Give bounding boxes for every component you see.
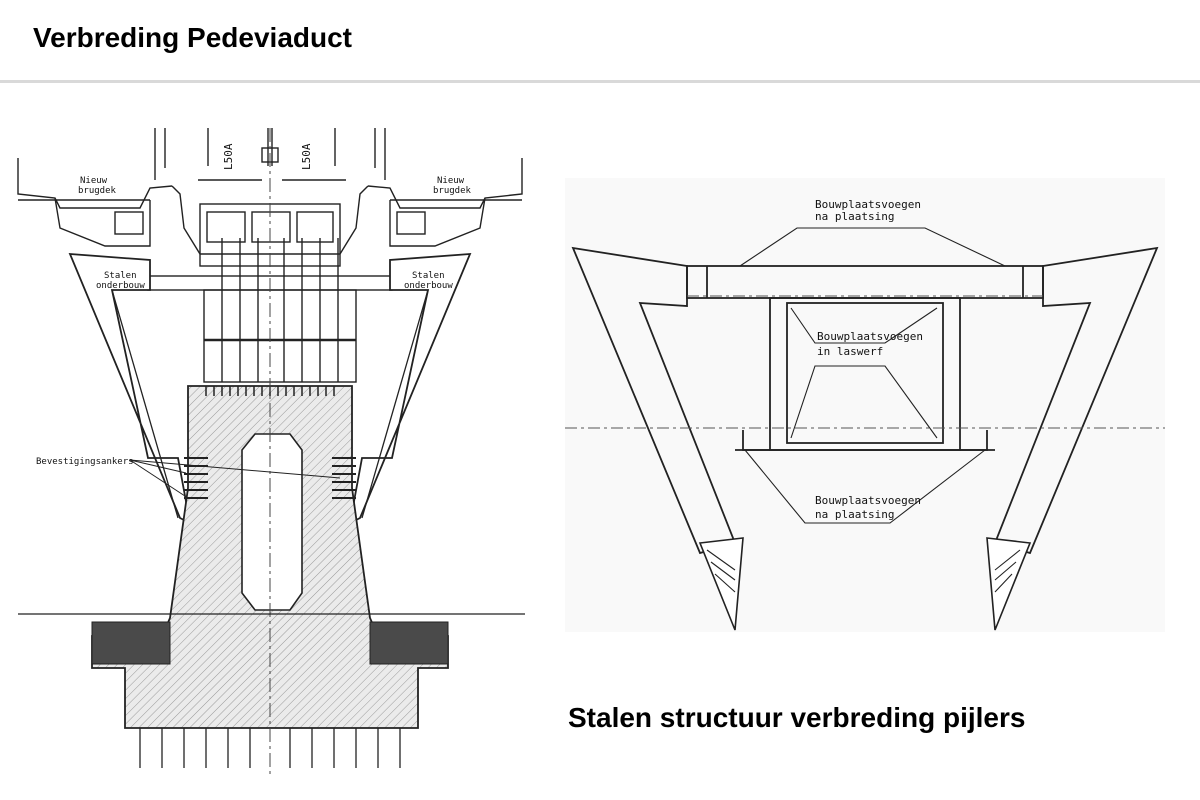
deck-label-right-1: Nieuw bbox=[437, 176, 465, 186]
deck-label-left-2: brugdek bbox=[78, 186, 117, 196]
steel-label-left-2: onderbouw bbox=[96, 281, 145, 291]
steel-label-right-2: onderbouw bbox=[404, 281, 453, 291]
joint-mid-label-1: Bouwplaatsvoegen bbox=[817, 330, 923, 343]
profile-label-2: L50A bbox=[300, 143, 313, 170]
deck-label-left-1: Nieuw bbox=[80, 176, 108, 186]
slide-title: Verbreding Pedeviaduct bbox=[33, 22, 352, 53]
joint-bottom-label-1: Bouwplaatsvoegen bbox=[815, 494, 921, 507]
steel-label-left-1: Stalen bbox=[104, 271, 137, 281]
anchors-label: Bevestigingsankers bbox=[36, 457, 134, 467]
deck-label-right-2: brugdek bbox=[433, 186, 472, 196]
pier-section-drawing: Nieuw brugdek Nieuw brugdek Stalen onder… bbox=[17, 128, 525, 778]
joint-mid-label-2: in laswerf bbox=[817, 345, 883, 358]
title-divider bbox=[0, 80, 1200, 83]
steel-label-right-1: Stalen bbox=[412, 271, 445, 281]
steel-structure-drawing: Bouwplaatsvoegen na plaatsing Bouwplaats… bbox=[565, 178, 1165, 632]
drawing-caption: Stalen structuur verbreding pijlers bbox=[568, 702, 1026, 733]
joint-top-label-2: na plaatsing bbox=[815, 210, 894, 223]
joint-top-label-1: Bouwplaatsvoegen bbox=[815, 198, 921, 211]
joint-bottom-label-2: na plaatsing bbox=[815, 508, 894, 521]
profile-label-1: L50A bbox=[222, 143, 235, 170]
